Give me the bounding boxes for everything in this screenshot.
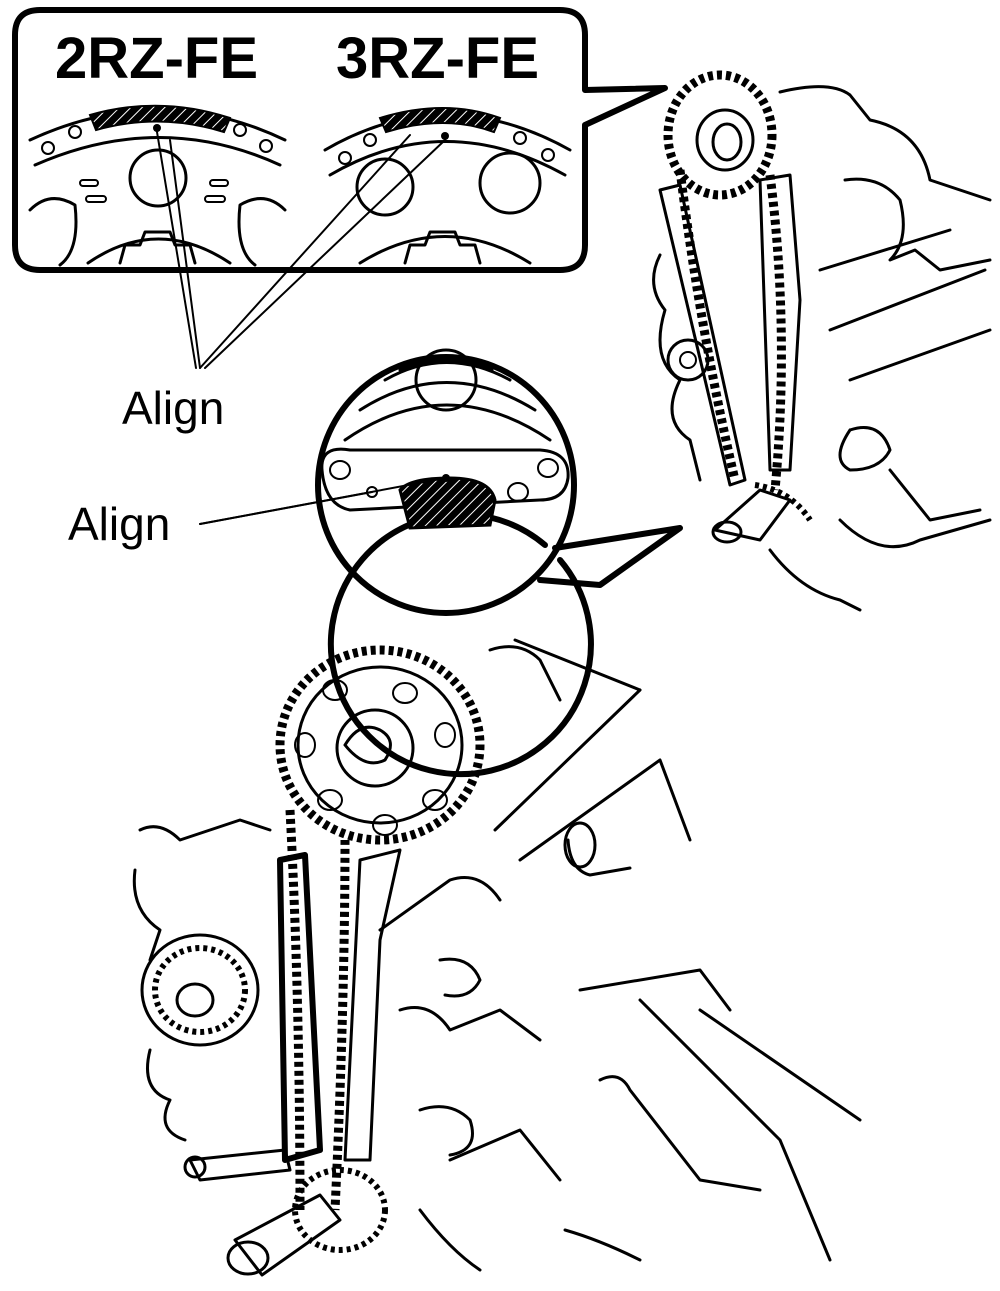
- align-leader-lines-top: [156, 131, 446, 369]
- engine-view-upper: [652, 70, 992, 612]
- sprocket-detail-2rz-fe: [28, 104, 287, 267]
- align-label-bottom: Align: [68, 498, 170, 550]
- crank-mark-magnifier: [199, 348, 683, 778]
- label-3rz-fe: 3RZ-FE: [336, 26, 539, 91]
- label-2rz-fe: 2RZ-FE: [55, 26, 258, 91]
- variant-callout-box: 2RZ-FE 3RZ-FE: [12, 7, 668, 273]
- sprocket-detail-3rz-fe: [323, 107, 572, 265]
- engine-view-lower: [132, 638, 862, 1277]
- align-label-top: Align: [122, 382, 224, 434]
